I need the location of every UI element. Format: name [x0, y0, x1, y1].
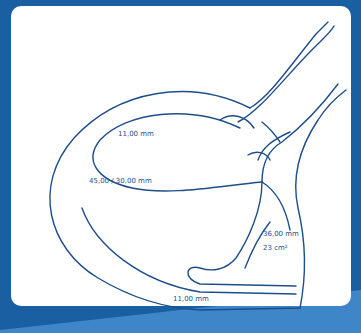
mitral-valve [248, 152, 270, 160]
pulmonary-vessel [262, 84, 338, 182]
aorta [250, 22, 328, 108]
atrium-wall [262, 182, 290, 230]
dimension-label: 36,00 mm [263, 231, 299, 238]
aortic-valve [220, 116, 254, 128]
dimension-label: 45,00 / 30,00 mm [89, 178, 152, 185]
vessel-branch [262, 122, 280, 142]
dimension-label: 23 cm² [263, 245, 288, 252]
dimension-label: 11,00 mm [118, 131, 154, 138]
pulmonary-vessel [258, 132, 290, 160]
heart-outline [50, 90, 346, 310]
ventricle-floor [82, 208, 296, 294]
dimension-label: 11,00 mm [173, 296, 209, 303]
